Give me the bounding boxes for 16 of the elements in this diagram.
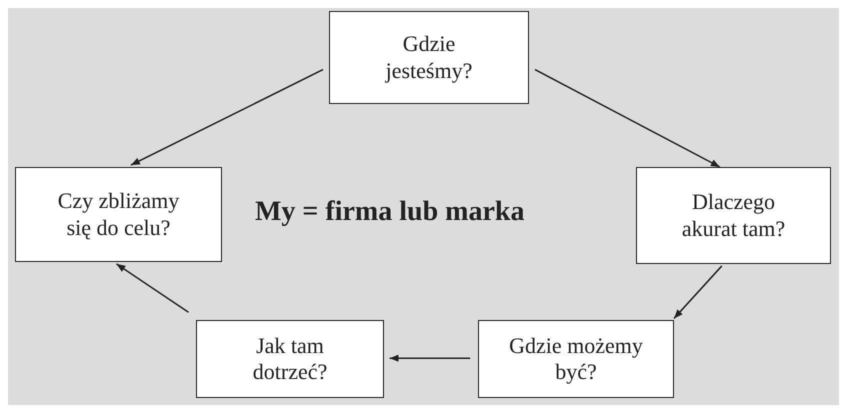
process-box <box>329 11 529 104</box>
arrow <box>130 68 324 166</box>
center-label: My = firma lub marka <box>255 196 524 228</box>
box-text: Gdzie jesteśmy? <box>384 31 474 84</box>
process-box <box>15 167 222 262</box>
box-text: Czy zbliżamy się do celu? <box>56 188 180 241</box>
arrow <box>390 354 470 362</box>
arrow <box>116 263 189 313</box>
arrow <box>673 265 722 319</box>
box-text: Gdzie możemy być? <box>508 332 644 386</box>
box-text: Dlaczego akurat tam? <box>680 189 786 242</box>
process-box <box>478 320 674 398</box>
box-text: Jak tam dotrzeć? <box>252 332 328 386</box>
process-box <box>196 320 384 398</box>
process-box <box>636 167 831 264</box>
arrow <box>534 68 720 168</box>
